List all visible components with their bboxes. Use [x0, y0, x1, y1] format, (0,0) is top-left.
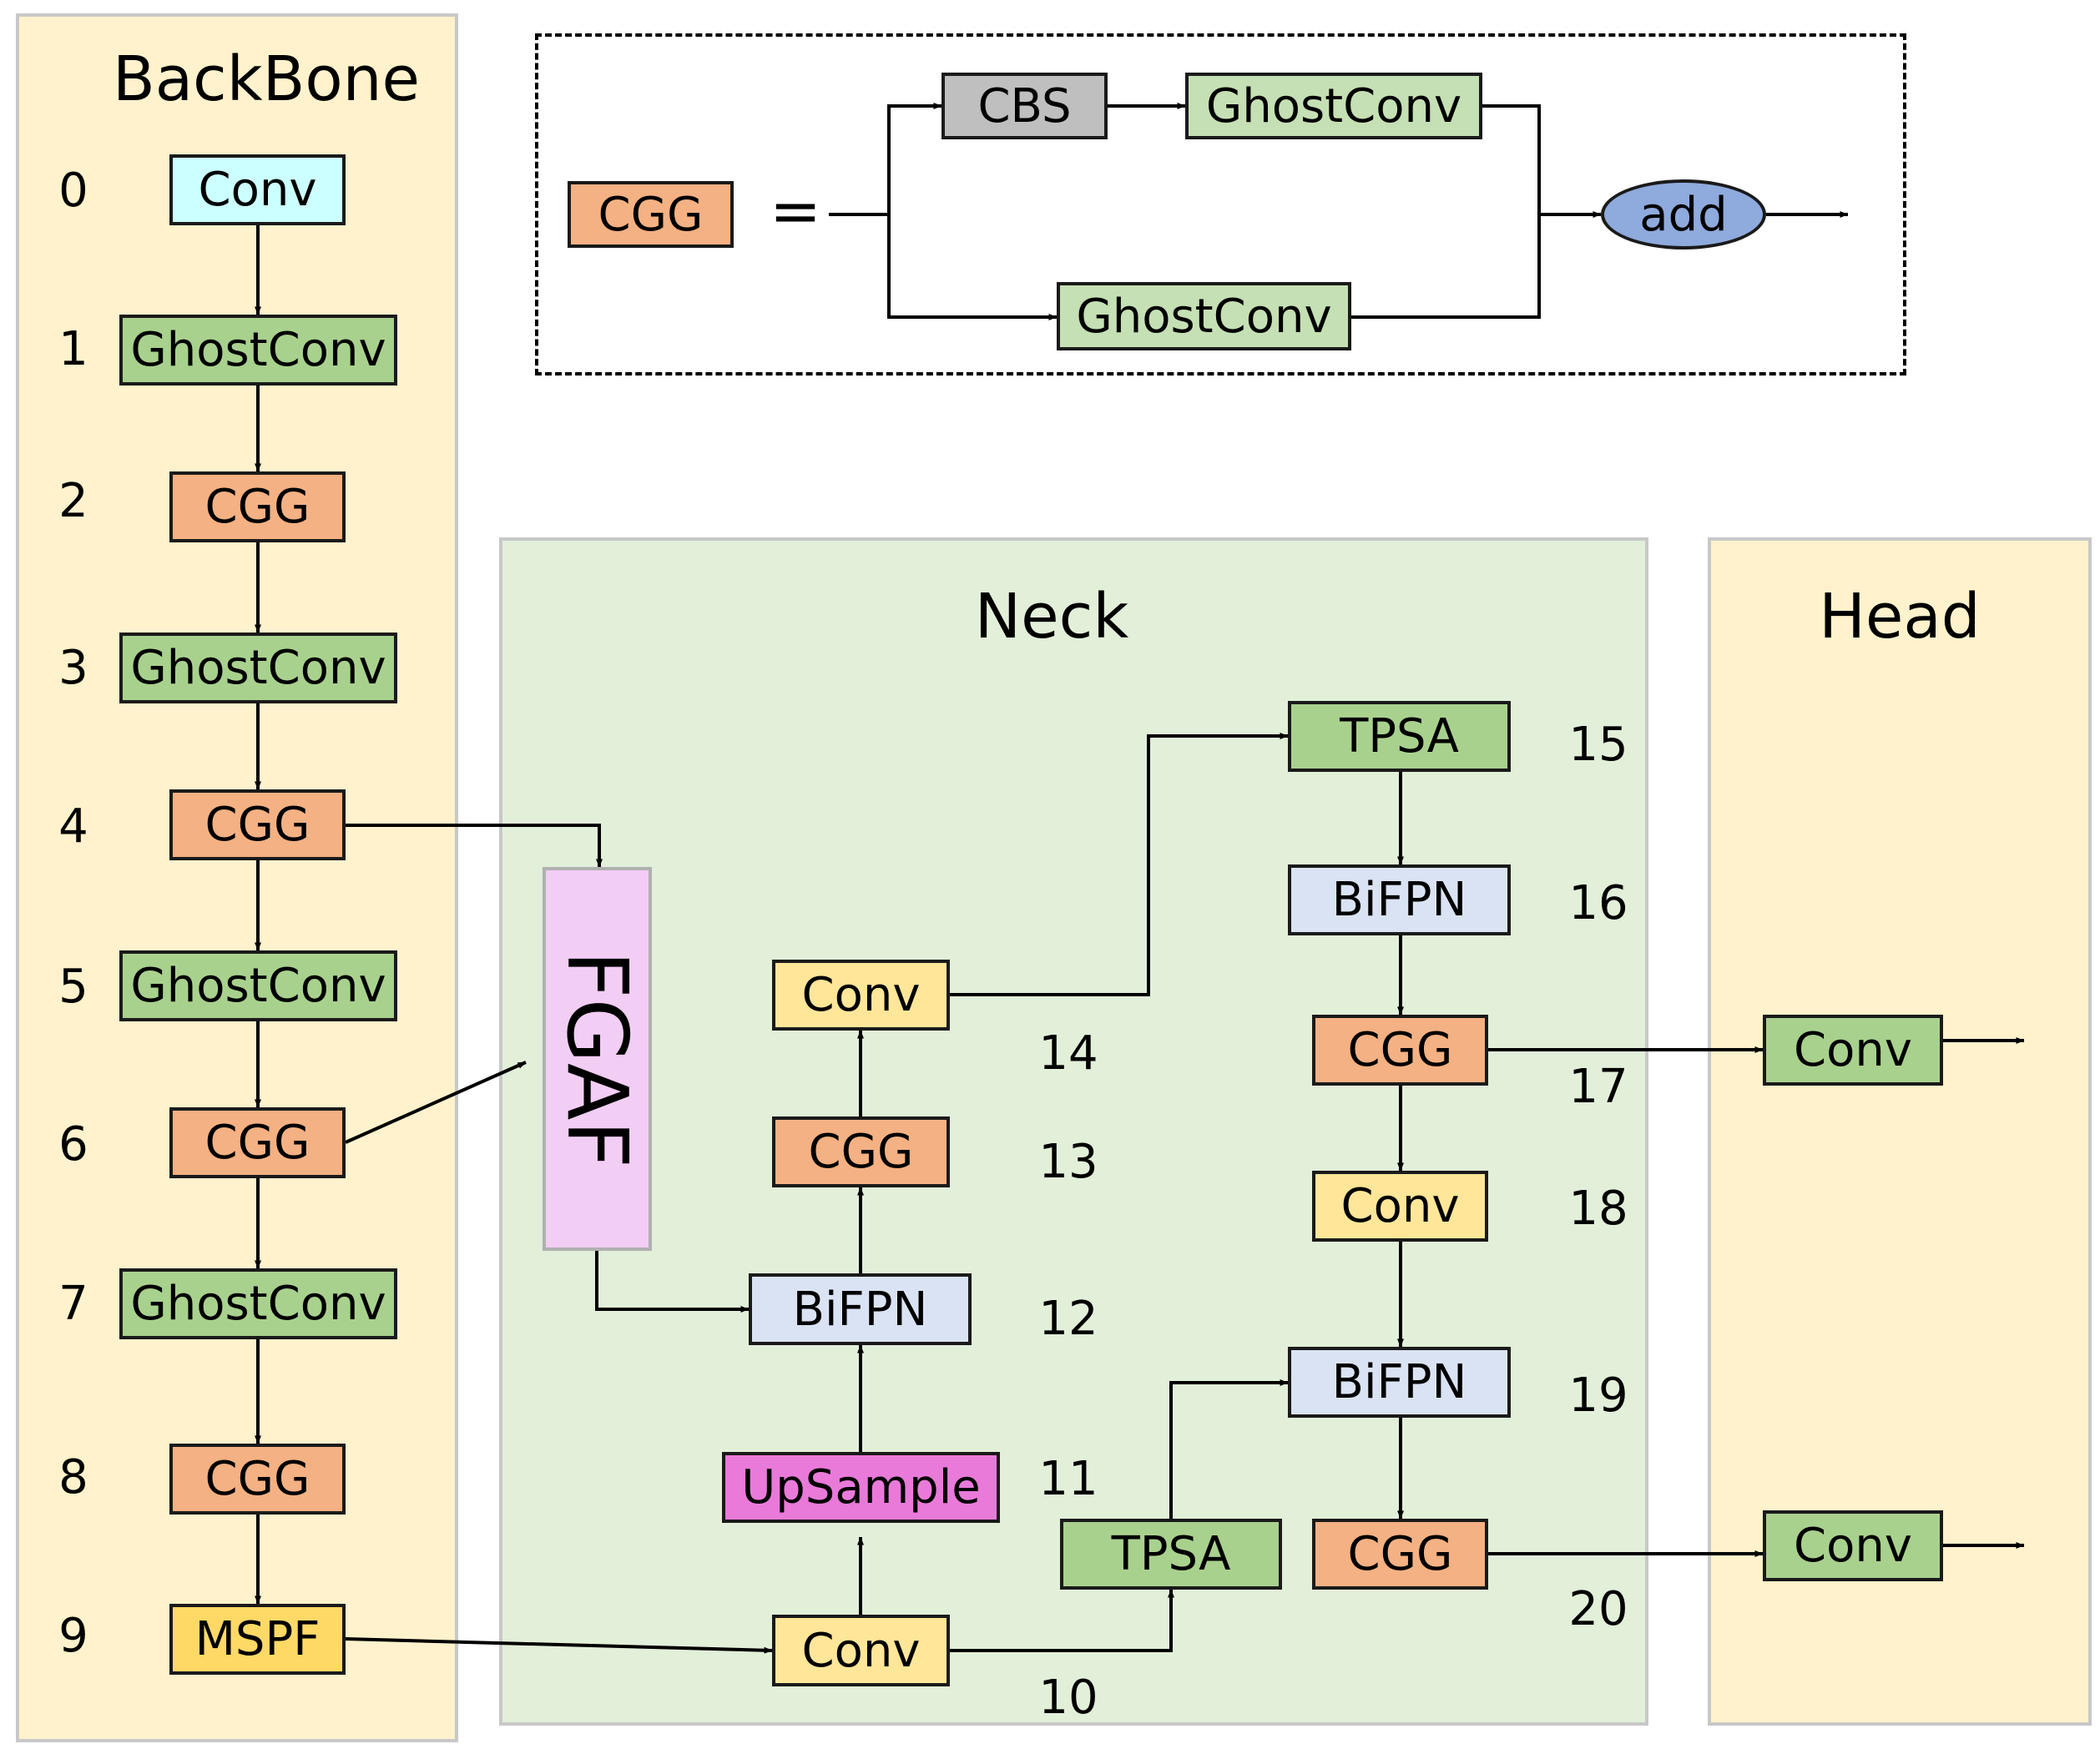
index-13: 13	[1038, 1135, 1098, 1189]
neck-tpsa-15: TPSA	[1288, 701, 1511, 772]
neck-conv-10: Conv	[772, 1615, 950, 1686]
index-18: 18	[1568, 1182, 1628, 1236]
backbone-ghostconv-5: GhostConv	[119, 950, 397, 1021]
legend-equals-sign: =	[770, 175, 822, 247]
fgaf-label: FGAF	[548, 950, 646, 1168]
neck-conv-18: Conv	[1312, 1171, 1488, 1242]
backbone-cgg-8: CGG	[169, 1444, 346, 1515]
arrow-10-tpsa	[950, 1589, 1174, 1652]
arrow-fgaf-12	[595, 1251, 750, 1313]
backbone-cgg-2: CGG	[169, 471, 346, 542]
backbone-cgg-4: CGG	[169, 789, 346, 860]
legend-line-ghostconv-bottom-merge	[1351, 214, 1541, 319]
neck-cgg-17: CGG	[1312, 1015, 1488, 1086]
index-17: 17	[1568, 1060, 1628, 1114]
legend-cgg-box: CGG	[568, 181, 734, 248]
index-6: 6	[58, 1117, 88, 1172]
neck-bifpn-16: BiFPN	[1288, 864, 1511, 935]
legend-ghostconv-top-box: GhostConv	[1185, 73, 1482, 139]
neck-conv-14: Conv	[772, 960, 950, 1031]
index-16: 16	[1568, 876, 1628, 930]
cgg-definition-frame	[535, 33, 1906, 376]
backbone-ghostconv-3: GhostConv	[119, 633, 397, 703]
head-title: Head	[1819, 581, 1981, 653]
head-conv-bottom: Conv	[1763, 1510, 1943, 1581]
neck-bifpn-19: BiFPN	[1288, 1347, 1511, 1418]
index-4: 4	[58, 799, 88, 854]
legend-ghostconv-bottom-box: GhostConv	[1057, 282, 1351, 350]
backbone-title: BackBone	[112, 43, 421, 115]
backbone-mspf-9: MSPF	[169, 1604, 346, 1675]
index-20: 20	[1568, 1582, 1628, 1636]
backbone-cgg-6: CGG	[169, 1107, 346, 1178]
arrow-4-fgaf	[346, 824, 603, 868]
arrow-tpsa-19	[1169, 1379, 1289, 1519]
neck-bifpn-12: BiFPN	[749, 1273, 972, 1345]
index-7: 7	[58, 1277, 88, 1331]
index-5: 5	[58, 960, 88, 1014]
arrow-6-fgaf	[345, 1061, 527, 1144]
neck-tpsa-lower: TPSA	[1060, 1519, 1282, 1590]
neck-cgg-20: CGG	[1312, 1519, 1488, 1590]
index-14: 14	[1038, 1026, 1098, 1081]
index-8: 8	[58, 1450, 88, 1505]
index-0: 0	[58, 164, 88, 218]
legend-cbs-box: CBS	[941, 73, 1108, 139]
neck-upsample-11: UpSample	[722, 1452, 1000, 1523]
index-12: 12	[1038, 1292, 1098, 1346]
index-2: 2	[58, 474, 88, 528]
legend-line-ghostconv-top-merge	[1482, 104, 1541, 214]
legend-arrow-to-cbs	[887, 103, 942, 214]
index-9: 9	[58, 1609, 88, 1663]
backbone-ghostconv-1: GhostConv	[119, 315, 397, 386]
backbone-ghostconv-7: GhostConv	[119, 1268, 397, 1339]
index-15: 15	[1568, 718, 1628, 772]
legend-add-node: add	[1601, 179, 1766, 249]
arrow-14-15	[950, 733, 1289, 996]
neck-title: Neck	[974, 581, 1129, 653]
index-1: 1	[58, 322, 88, 376]
head-conv-top: Conv	[1763, 1015, 1943, 1086]
arrow-9-10	[345, 1637, 773, 1654]
index-19: 19	[1568, 1368, 1628, 1423]
index-11: 11	[1038, 1452, 1098, 1506]
neck-fgaf-block: FGAF	[543, 867, 652, 1251]
index-3: 3	[58, 641, 88, 695]
neck-cgg-13: CGG	[772, 1116, 950, 1187]
index-10: 10	[1038, 1671, 1098, 1725]
legend-arrow-to-ghostconv-bottom	[887, 214, 1058, 320]
backbone-conv-0: Conv	[169, 154, 346, 225]
